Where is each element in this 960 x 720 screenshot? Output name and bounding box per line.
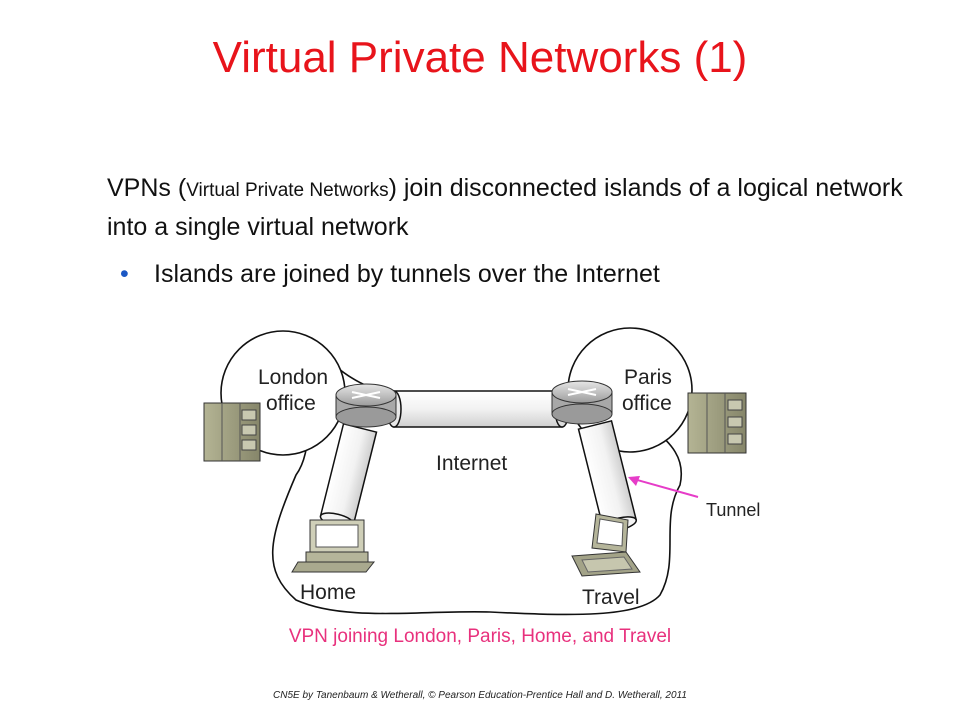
diagram-caption: VPN joining London, Paris, Home, and Tra… [288,626,672,647]
intro-text-end: ) join disconnected islands of a logical… [107,174,903,241]
tunnel-london-paris [386,390,570,428]
london-router [335,383,397,428]
bullet-text: Islands are joined by tunnels over the I… [154,260,660,288]
home-computer [291,519,376,573]
tunnel-london-home [319,422,378,529]
footer-credit: CN5E by Tanenbaum & Wetherall, © Pearson… [273,690,687,701]
label-home: Home [300,581,356,604]
paris-router [551,380,613,425]
label-london: London [258,366,328,389]
travel-laptop [571,513,641,577]
tunnel-callout-arrowhead [628,476,640,486]
label-paris-office: office [622,392,672,415]
bullet-item: • Islands are joined by tunnels over the … [120,256,880,292]
slide-title: Virtual Private Networks (1) [212,33,748,82]
label-paris: Paris [624,366,672,389]
tunnel-callout-line [629,477,699,498]
bullet-symbol: • [120,260,129,288]
london-server [203,402,261,462]
paris-server [687,392,747,454]
intro-text-expansion: Virtual Private Networks [186,180,389,201]
label-internet: Internet [436,452,507,475]
label-london-office: office [266,392,316,415]
intro-paragraph: VPNs (Virtual Private Networks) join dis… [107,170,907,245]
label-travel: Travel [582,586,640,609]
intro-text-start: VPNs ( [107,174,187,202]
label-tunnel: Tunnel [706,500,760,520]
